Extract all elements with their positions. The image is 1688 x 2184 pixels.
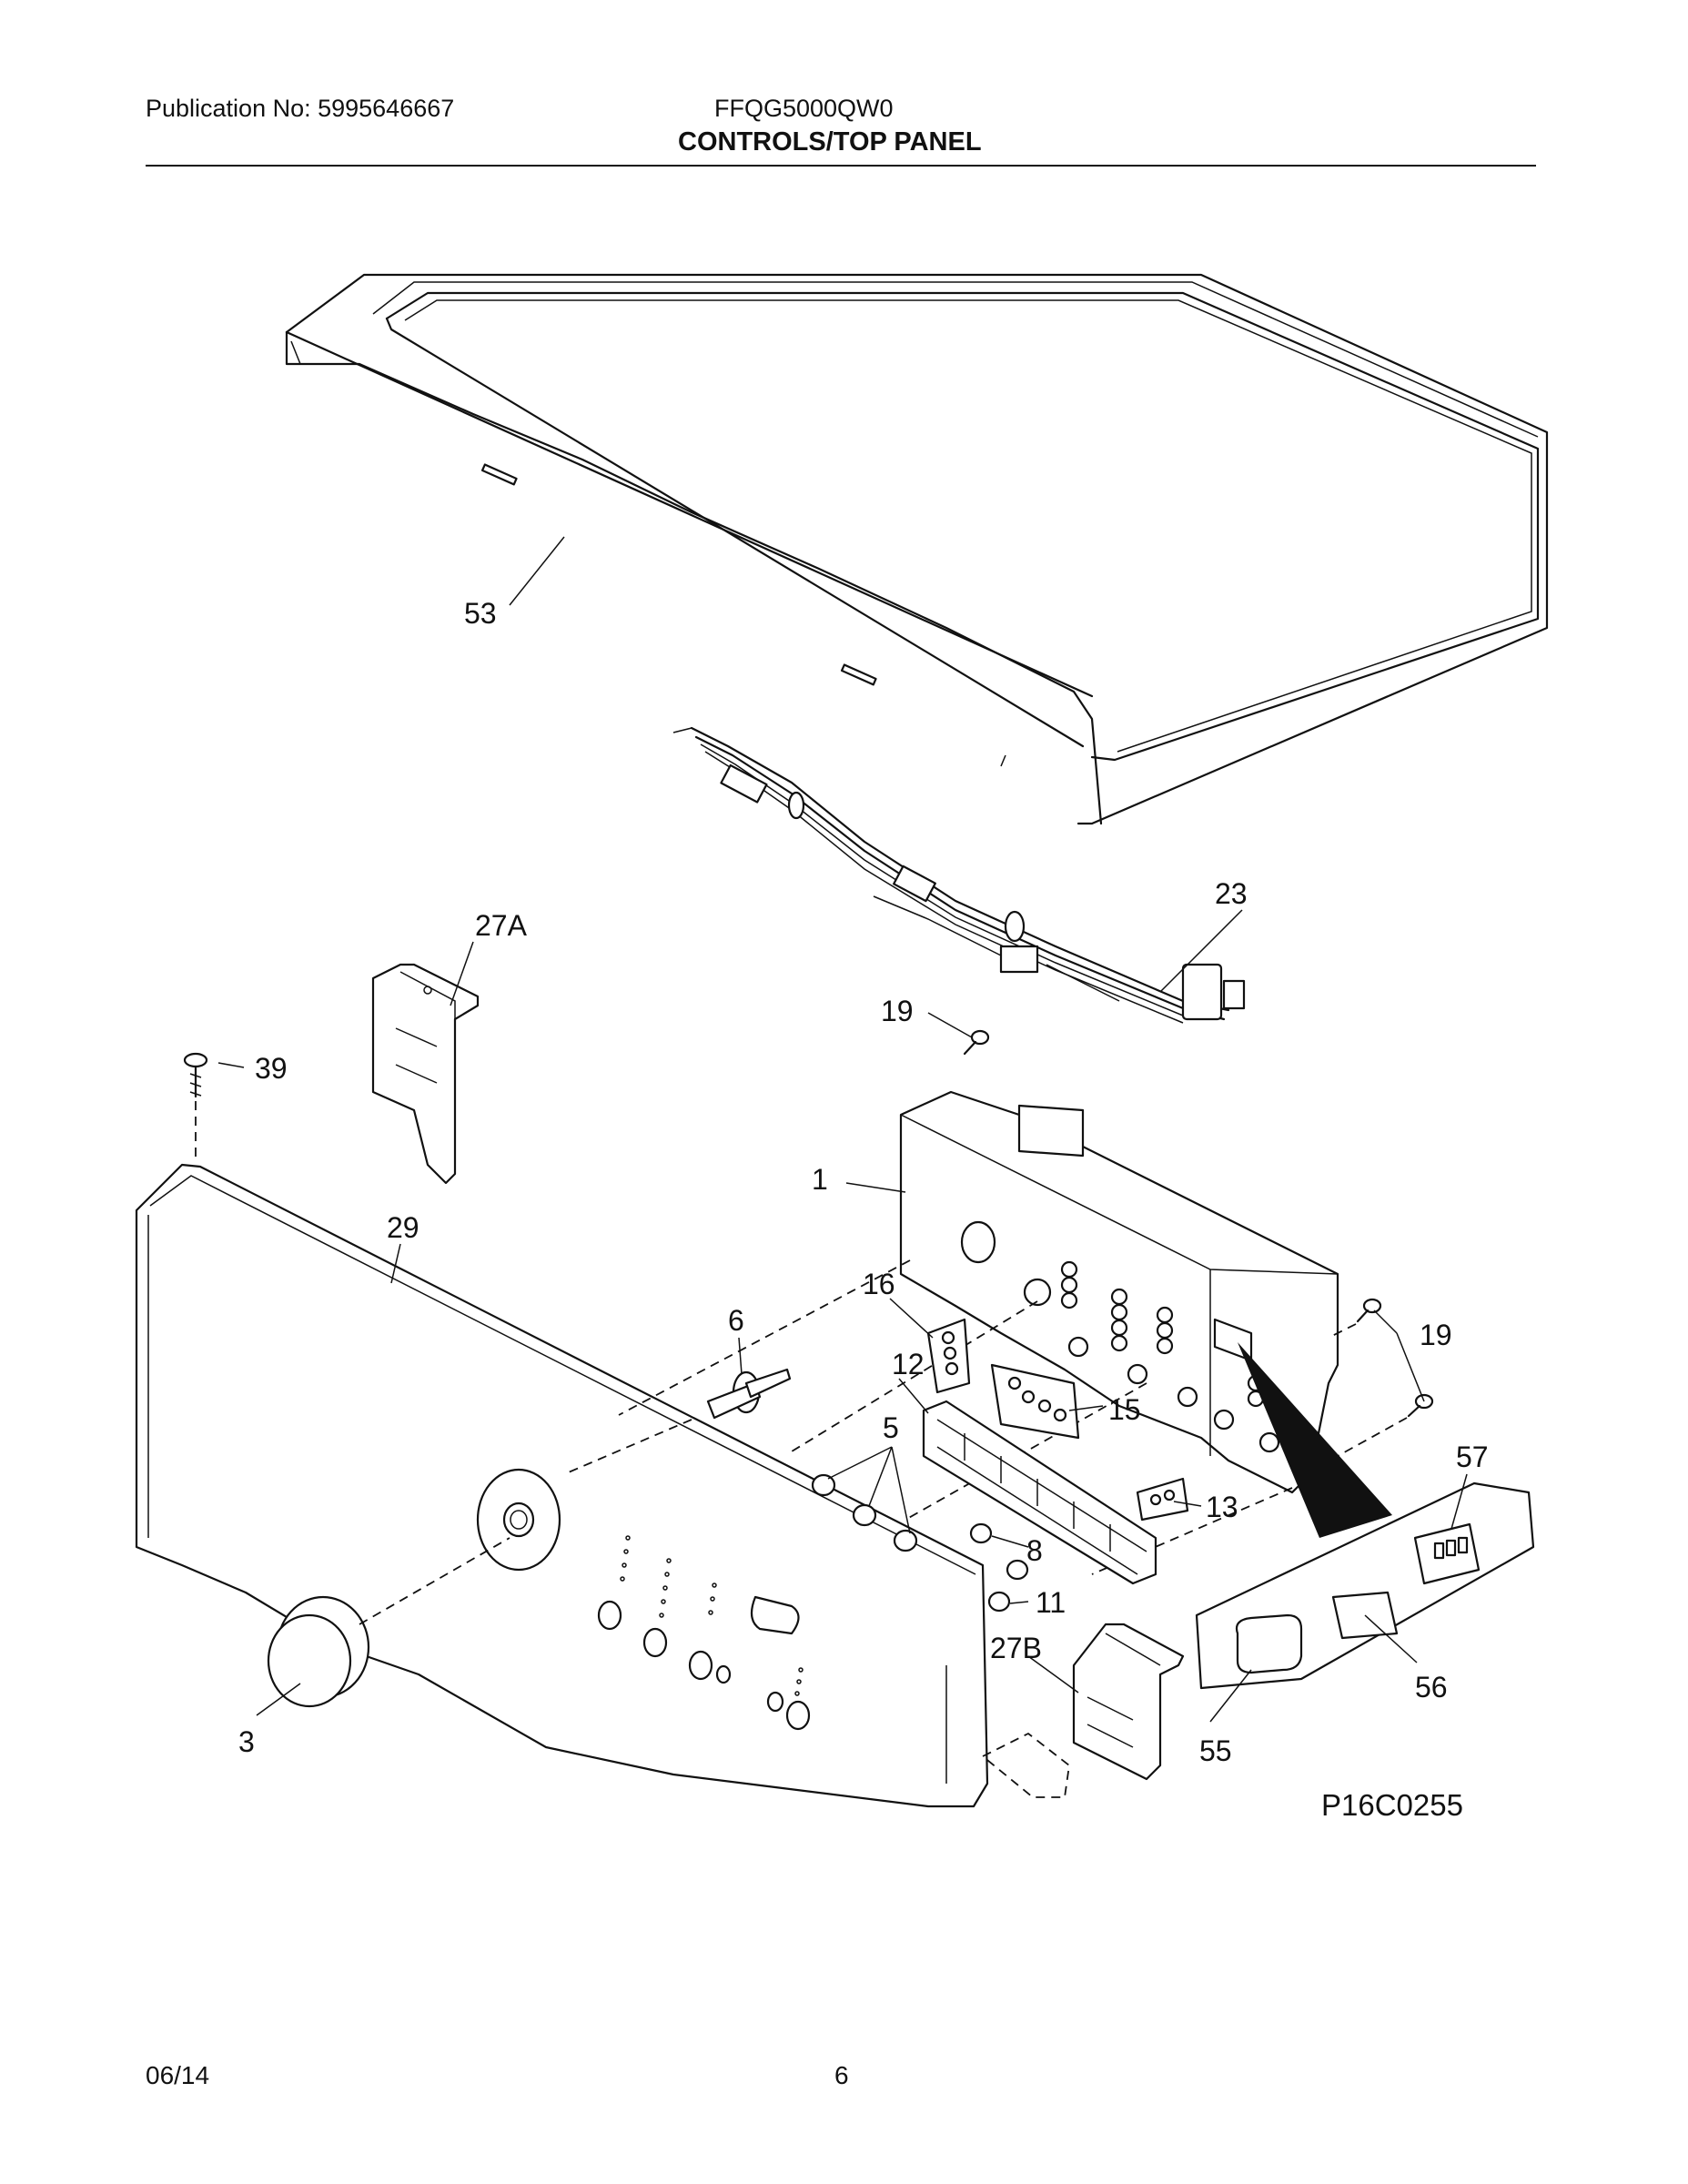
callout-12: 12	[892, 1348, 925, 1380]
top-panel	[285, 273, 1549, 825]
callout-53: 53	[464, 597, 497, 630]
shaft	[563, 1368, 792, 1475]
callout-6: 6	[728, 1304, 744, 1337]
button-holder	[922, 1400, 1157, 1585]
callout-16: 16	[863, 1268, 895, 1300]
button-13	[1136, 1477, 1189, 1522]
callout-27b: 27B	[990, 1632, 1042, 1664]
header-rule	[146, 165, 1536, 167]
callout-19-right: 19	[1420, 1319, 1452, 1351]
callout-3: 3	[238, 1725, 255, 1758]
screws-19	[963, 1029, 1434, 1457]
knob	[267, 1537, 510, 1708]
figure-code: P16C0255	[1321, 1788, 1463, 1822]
callout-29: 29	[387, 1211, 419, 1244]
screw-39	[183, 1052, 208, 1160]
callout-39: 39	[255, 1052, 288, 1085]
page-number: 6	[834, 2061, 849, 2089]
buttons	[811, 1473, 1029, 1613]
callout-57: 57	[1456, 1441, 1489, 1473]
page-title: CONTROLS/TOP PANEL	[678, 127, 982, 157]
callout-8: 8	[1026, 1534, 1043, 1567]
publication-number: Publication No: 5995646667	[146, 95, 455, 122]
button-16	[926, 1318, 971, 1394]
callout-27a: 27A	[475, 909, 528, 942]
callout-56: 56	[1415, 1671, 1448, 1704]
callout-15: 15	[1108, 1393, 1141, 1426]
callout-13: 13	[1206, 1491, 1238, 1523]
callout-55: 55	[1199, 1734, 1232, 1767]
callout-5: 5	[883, 1411, 899, 1444]
model-number: FFQG5000QW0	[714, 95, 894, 122]
wire-harness	[672, 726, 1246, 1024]
display-inset	[1195, 1342, 1535, 1690]
bracket-27a	[371, 963, 480, 1185]
callout-19-top: 19	[881, 995, 914, 1027]
footer-date: 06/14	[146, 2061, 210, 2089]
callouts: 53 23 27A 19 39 1 29 16 6 19 12 15 5 57 …	[238, 597, 1489, 1822]
leader-lines	[217, 536, 1468, 1723]
indicator-dots	[620, 1535, 804, 1696]
callout-23: 23	[1215, 877, 1248, 910]
bracket-27b	[981, 1623, 1185, 1798]
button-15	[990, 1363, 1080, 1440]
callout-11: 11	[1036, 1586, 1066, 1619]
callout-1: 1	[812, 1163, 828, 1196]
